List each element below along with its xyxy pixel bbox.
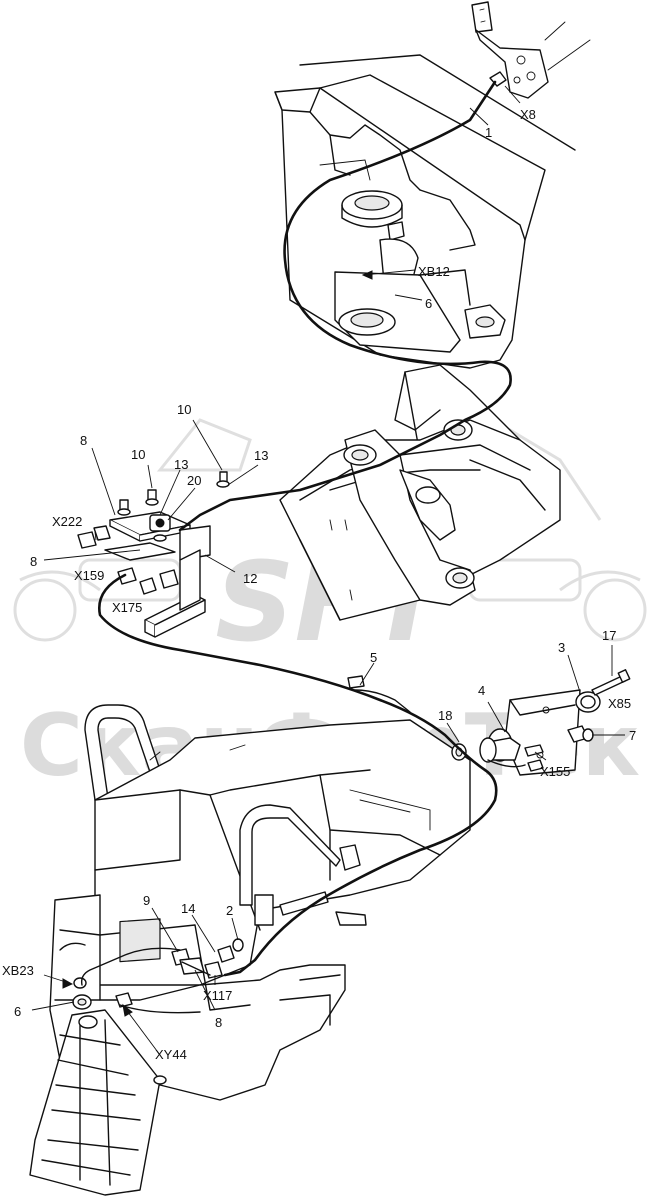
sensor-bracket-cluster (77, 471, 230, 638)
ring-3 (575, 691, 601, 713)
callout-2: 2 (226, 903, 233, 918)
x8-mounting-bracket (471, 1, 591, 99)
xy44-connector (115, 992, 133, 1008)
x159-connector (117, 567, 137, 585)
x155-connector (524, 744, 544, 772)
callout-7: 7 (629, 728, 636, 743)
xb23-sensor (72, 977, 92, 1010)
floor-hatch (119, 918, 161, 963)
callout-1: 1 (485, 125, 492, 140)
loader-frame-assembly (279, 364, 561, 621)
callout-x222: X222 (52, 514, 82, 529)
callout-3: 3 (558, 640, 565, 655)
callout-x175: X175 (112, 600, 142, 615)
boom-arm-assembly (274, 1, 591, 369)
callout-10-left: 10 (131, 447, 145, 462)
callout-18: 18 (438, 708, 452, 723)
bolt-17 (591, 669, 631, 696)
callout-x155: X155 (540, 764, 570, 779)
callout-x159: X159 (74, 568, 104, 583)
door-latch (254, 891, 367, 926)
callout-5: 5 (370, 650, 377, 665)
callout-4: 4 (478, 683, 485, 698)
grab-handle-right (239, 804, 341, 906)
bolt-10-middle (145, 489, 159, 506)
leader-lines (31, 85, 625, 1056)
callout-xy44: XY44 (155, 1047, 187, 1062)
x222-connector (77, 525, 111, 549)
wiring-harness (80, 80, 526, 1014)
harness-cable-main (178, 80, 512, 532)
callout-6-upper: 6 (425, 296, 432, 311)
callout-20: 20 (187, 473, 201, 488)
bolt-10-right (216, 471, 230, 488)
callout-6-lower: 6 (14, 1004, 21, 1019)
callout-x8: X8 (520, 107, 536, 122)
callout-13-left: 13 (174, 457, 188, 472)
harness-cable-right (223, 768, 498, 977)
callout-x117: X117 (203, 988, 232, 1003)
callout-17: 17 (602, 628, 616, 643)
x175-connector (139, 569, 179, 595)
x85-fitting-7 (567, 725, 594, 743)
callout-8-mid: 8 (30, 554, 37, 569)
callout-8-lower: 8 (215, 1015, 222, 1030)
chassis-assembly (29, 704, 471, 1196)
callout-14: 14 (181, 901, 195, 916)
callout-10-top: 10 (177, 402, 191, 417)
callout-x85: X85 (608, 696, 631, 711)
bolt-2 (232, 938, 244, 952)
support-bar-12 (144, 549, 206, 638)
callout-9: 9 (143, 893, 150, 908)
callout-xb23: XB23 (2, 963, 34, 978)
bolt-10-left (117, 499, 131, 516)
callout-8-top: 8 (80, 433, 87, 448)
callout-xb12: XB12 (418, 264, 450, 279)
sensor-housing-4 (479, 728, 521, 763)
callout-12: 12 (243, 571, 257, 586)
harness-cable-lower (97, 573, 487, 772)
bracket-sensor-assembly (347, 669, 631, 776)
access-step (29, 1009, 167, 1196)
callout-13-right: 13 (254, 448, 268, 463)
callout-labels: 1 X8 XB12 6 10 8 10 13 13 20 X222 8 X159… (2, 107, 636, 1062)
